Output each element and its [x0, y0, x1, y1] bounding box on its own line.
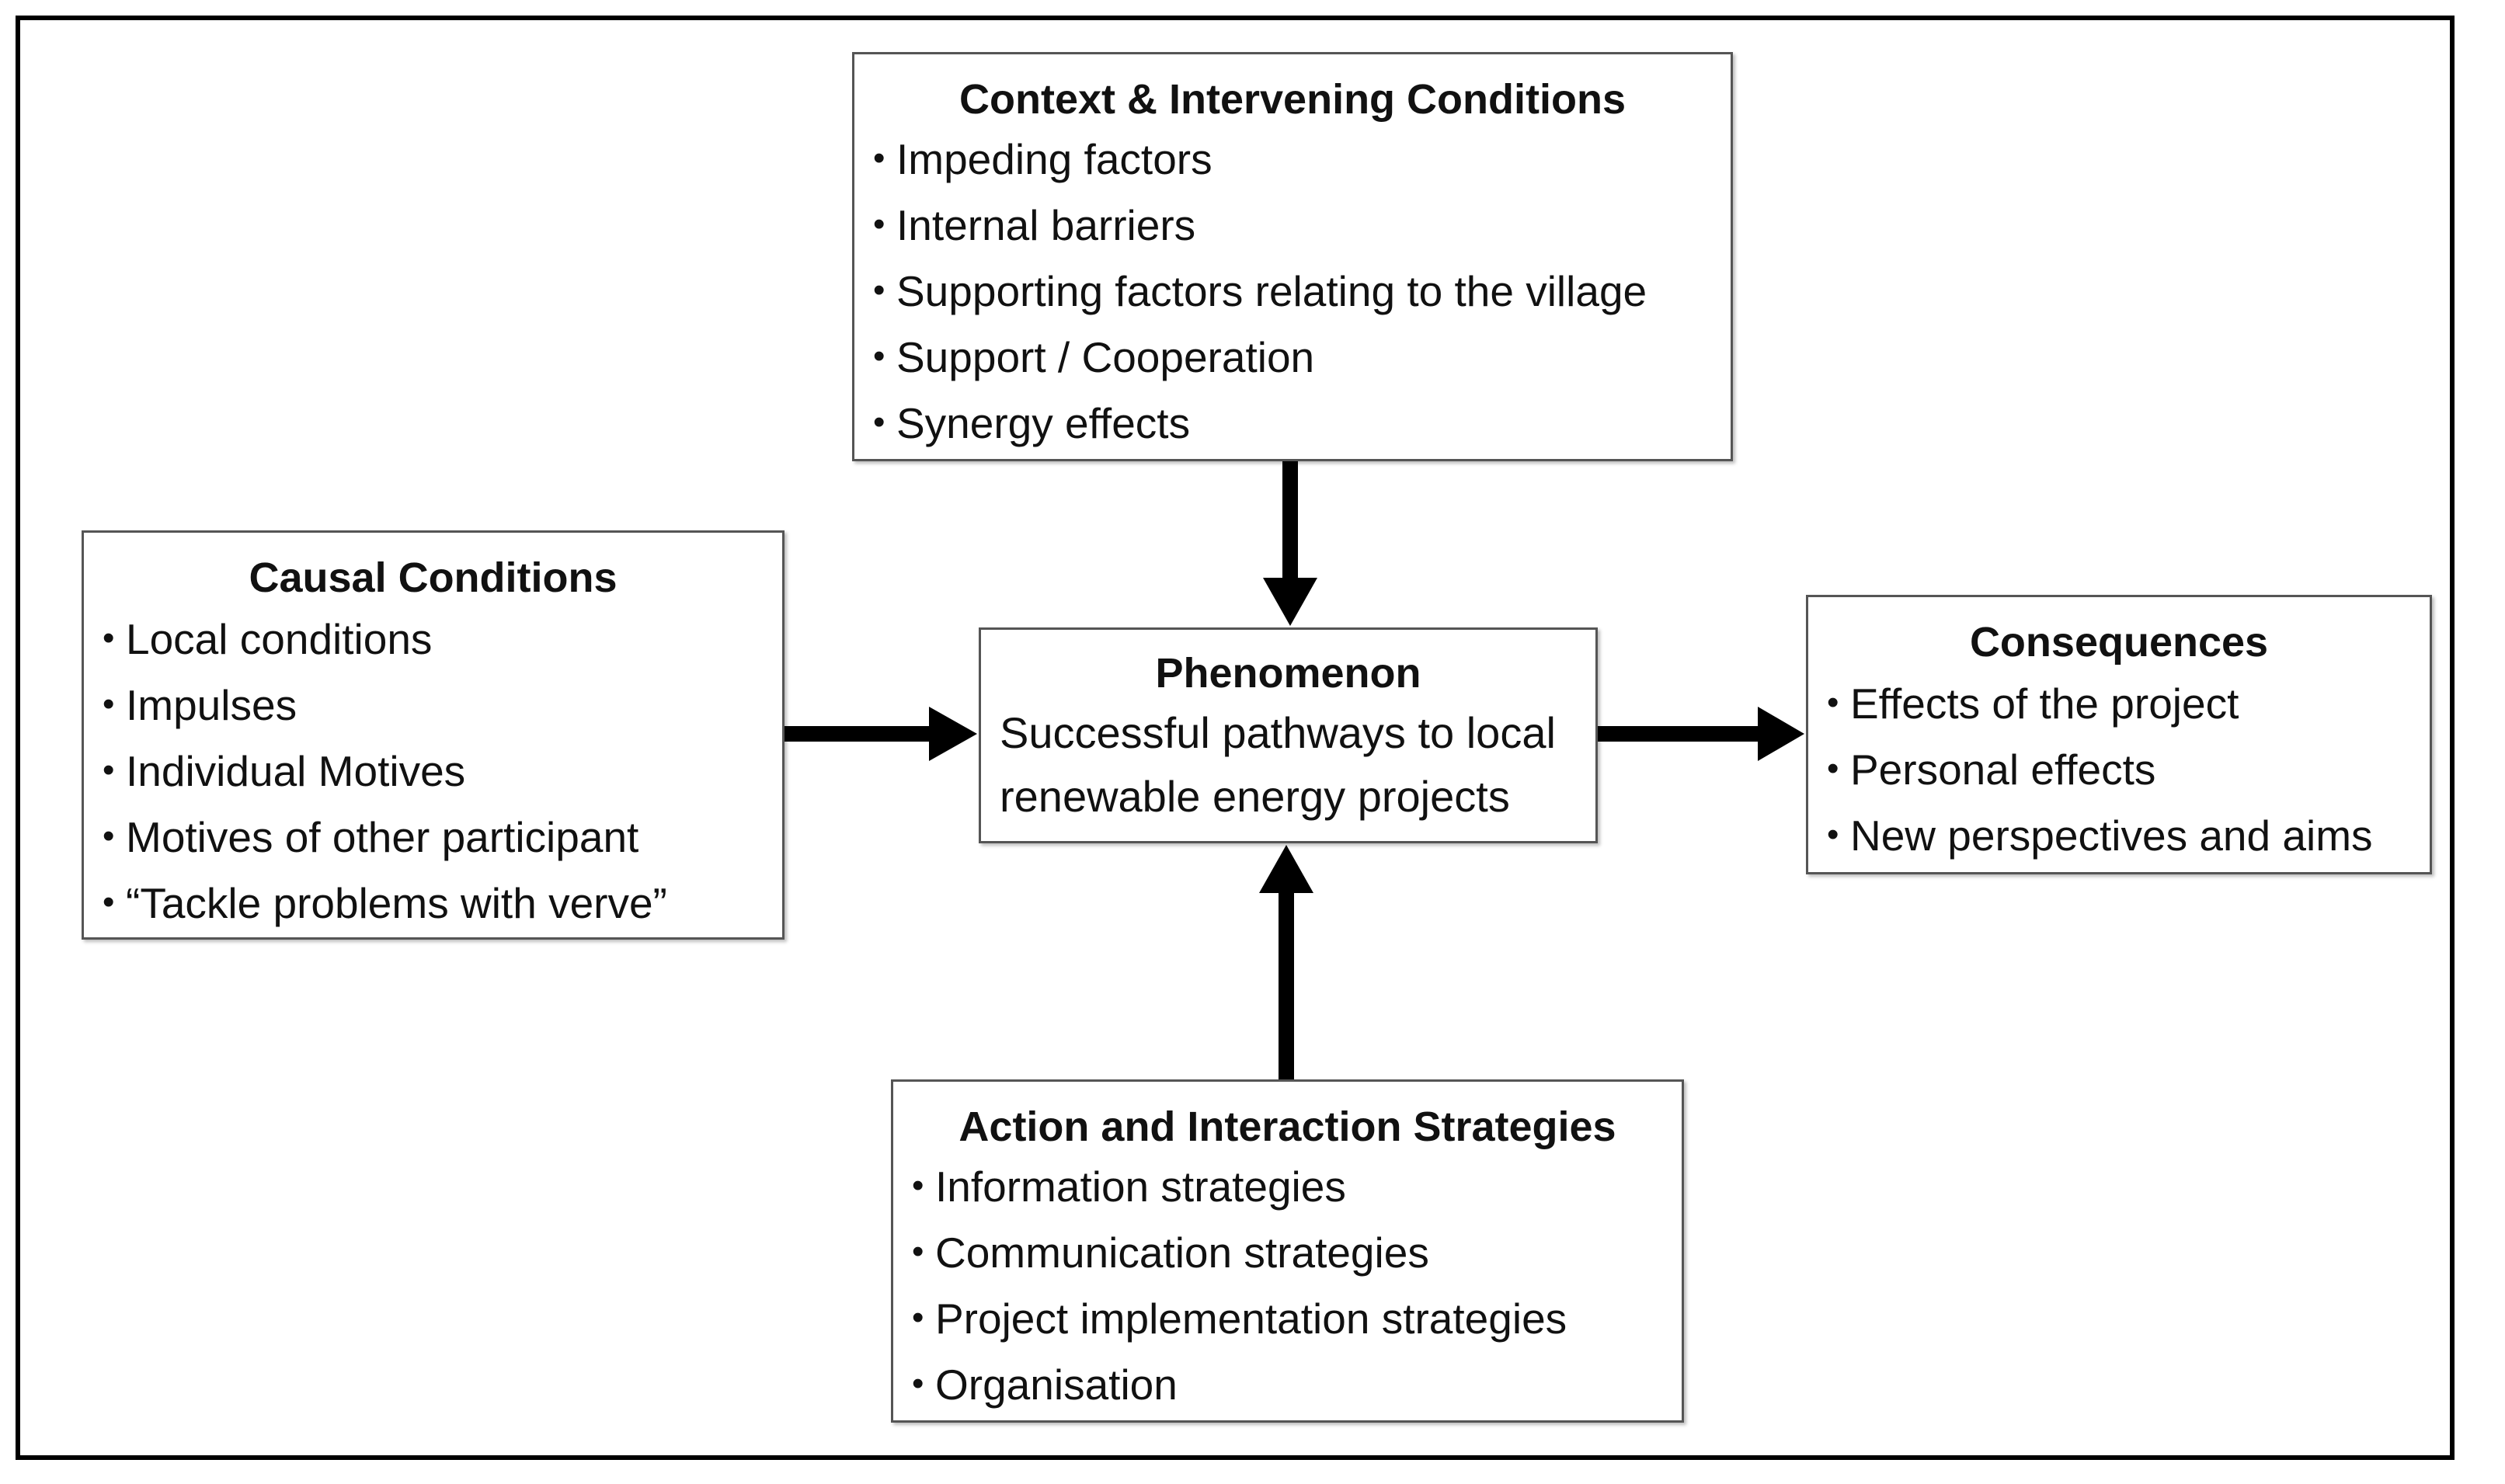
action-strategies-list: •Information strategies •Communication s…	[893, 1153, 1682, 1417]
action-strategies-title: Action and Interaction Strategies	[959, 1103, 1616, 1150]
phenomenon-box: Phenomenon Successful pathways to local …	[979, 627, 1598, 843]
list-item: •Individual Motives	[103, 738, 782, 804]
bullet-icon: •	[1827, 749, 1839, 787]
bullet-icon: •	[103, 817, 115, 855]
list-item: •Organisation	[912, 1351, 1682, 1417]
list-item: •New perspectives and aims	[1827, 802, 2430, 868]
phenomenon-title: Phenomenon	[1155, 650, 1421, 697]
consequences-box: Consequences •Effects of the project •Pe…	[1806, 595, 2432, 874]
bullet-icon: •	[873, 205, 885, 243]
bullet-icon: •	[103, 751, 115, 789]
causal-conditions-box: Causal Conditions •Local conditions •Imp…	[82, 530, 785, 940]
bullet-icon: •	[912, 1298, 924, 1336]
action-strategies-box: Action and Interaction Strategies •Infor…	[891, 1079, 1684, 1423]
list-item: •Project implementation strategies	[912, 1285, 1682, 1351]
list-item: •Synergy effects	[873, 390, 1731, 456]
bullet-icon: •	[873, 337, 885, 375]
context-conditions-box: Context & Intervening Conditions •Impedi…	[852, 52, 1733, 461]
list-item: •Support / Cooperation	[873, 324, 1731, 390]
bullet-icon: •	[912, 1364, 924, 1402]
phenomenon-description-line-1: Successful pathways to local	[1000, 708, 1556, 757]
context-conditions-title: Context & Intervening Conditions	[959, 76, 1626, 123]
bullet-icon: •	[103, 619, 115, 657]
list-item: •Information strategies	[912, 1153, 1682, 1219]
bullet-icon: •	[1827, 683, 1839, 721]
bullet-icon: •	[912, 1166, 924, 1204]
causal-conditions-title: Causal Conditions	[249, 554, 618, 601]
bullet-icon: •	[873, 271, 885, 309]
bullet-icon: •	[912, 1232, 924, 1270]
consequences-title: Consequences	[1969, 619, 2269, 666]
bullet-icon: •	[103, 883, 115, 921]
list-item: •Local conditions	[103, 606, 782, 672]
list-item: •Impulses	[103, 672, 782, 738]
causal-conditions-list: •Local conditions •Impulses •Individual …	[84, 606, 782, 936]
bullet-icon: •	[873, 139, 885, 177]
context-conditions-list: •Impeding factors •Internal barriers •Su…	[854, 126, 1731, 456]
list-item: •Internal barriers	[873, 192, 1731, 258]
bullet-icon: •	[103, 685, 115, 723]
bullet-icon: •	[873, 403, 885, 441]
list-item: •Personal effects	[1827, 736, 2430, 802]
consequences-list: •Effects of the project •Personal effect…	[1808, 670, 2430, 868]
list-item: •Motives of other participant	[103, 804, 782, 870]
list-item: •Supporting factors relating to the vill…	[873, 258, 1731, 324]
list-item: •Impeding factors	[873, 126, 1731, 192]
list-item: •Effects of the project	[1827, 670, 2430, 736]
bullet-icon: •	[1827, 815, 1839, 853]
phenomenon-description-line-2: renewable energy projects	[1000, 772, 1510, 821]
list-item: •“Tackle problems with verve”	[103, 870, 782, 936]
list-item: •Communication strategies	[912, 1219, 1682, 1285]
